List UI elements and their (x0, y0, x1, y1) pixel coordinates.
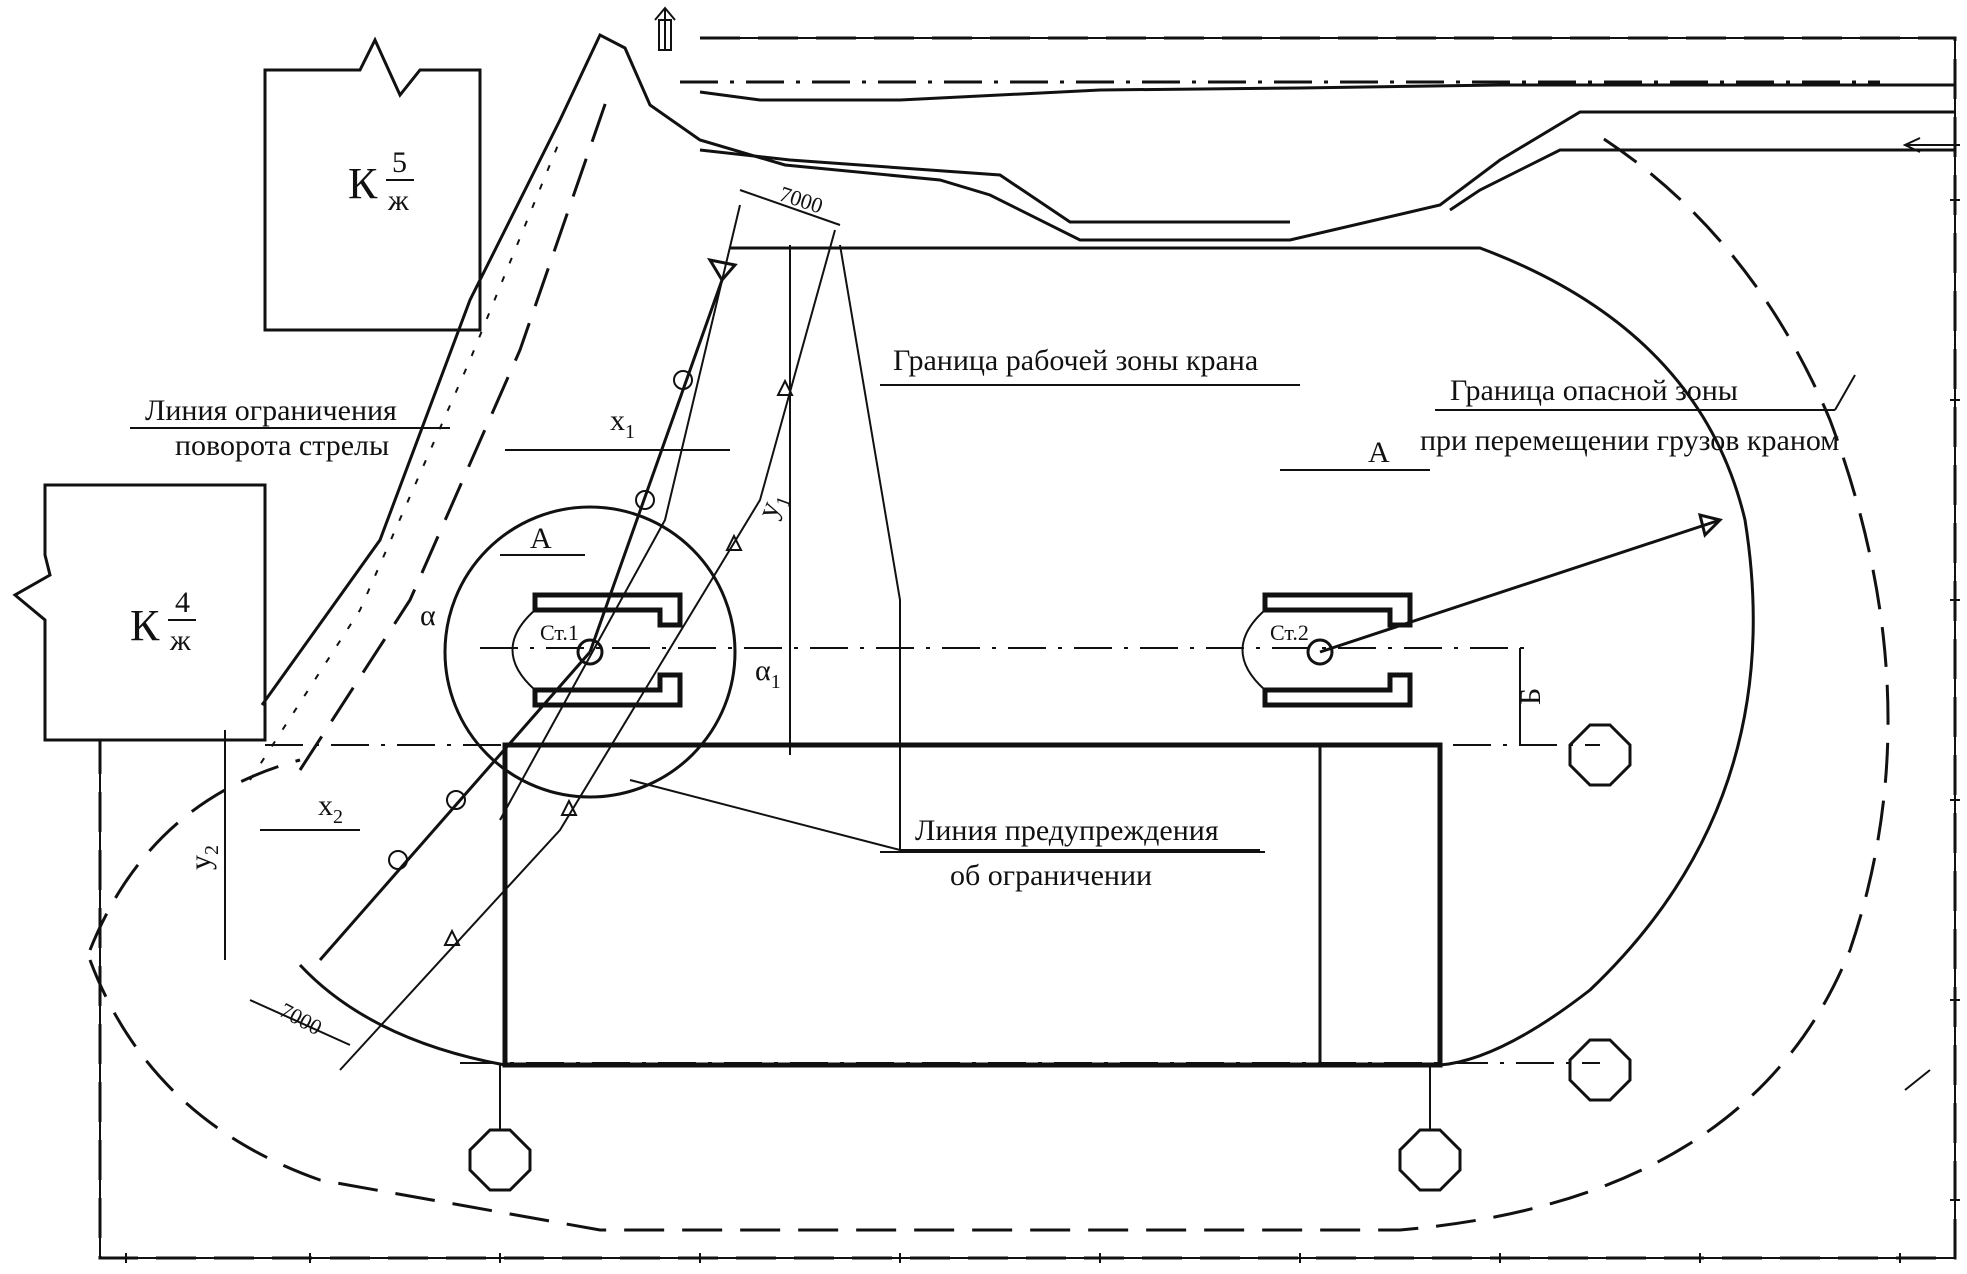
work-zone-text: Граница рабочей зоны крана (893, 344, 1258, 377)
work-zone-boundary (298, 246, 1755, 1067)
dimension-y2: y2 (184, 845, 223, 870)
building-k4-letter: К (130, 601, 160, 650)
station-2: Ст.2 (1241, 592, 1413, 708)
boom-limit-text-line1: Линия ограничения (145, 394, 397, 427)
crane-track-axis (265, 647, 1600, 1064)
dimension-lines (224, 189, 1521, 1046)
edge-ticks (125, 199, 1960, 1263)
danger-zone-text-line1: Граница опасной зоны (1450, 374, 1738, 407)
boom-limit-label: Линия ограничения поворота стрелы (130, 394, 450, 462)
dimension-top-7000: 7000 (776, 181, 826, 218)
danger-zone-label: Граница опасной зоны при перемещении гру… (1420, 374, 1856, 457)
dimension-y1: y1 (751, 488, 796, 525)
building-k5-numerator: 5 (392, 146, 407, 179)
dimension-b-right: Б (1514, 688, 1547, 705)
dimension-x1: x1 (610, 404, 635, 443)
boom-lines (318, 204, 1723, 1071)
entry-arrow-icon (654, 6, 676, 51)
circle-marker-icon (388, 370, 693, 870)
dimension-x2: x2 (318, 789, 343, 828)
access-road (249, 32, 1955, 781)
building-k5-letter: К (348, 159, 378, 208)
warning-line (629, 244, 1260, 851)
boom-limit-text-line2: поворота стрелы (175, 429, 389, 462)
dimension-alpha1: α1 (755, 654, 781, 693)
building-k4-denominator: ж (169, 624, 191, 657)
warning-text-line1: Линия предупреждения (915, 814, 1219, 847)
building-k5: К 5 ж (263, 36, 482, 332)
station-1: Ст.1 (443, 505, 737, 799)
danger-zone-text-line2: при перемещении грузов краном (1420, 424, 1839, 457)
lighting-pole-icon (468, 723, 1632, 1192)
exit-arrow-icon (1902, 137, 1960, 153)
triangle-marker-icon (443, 378, 794, 946)
station-1-label: Ст.1 (540, 620, 579, 645)
station-2-label: Ст.2 (1270, 620, 1309, 645)
warning-text-line2: об ограничении (950, 859, 1152, 892)
dimension-a-right: А (1368, 436, 1390, 469)
work-zone-label: Граница рабочей зоны крана (880, 344, 1300, 386)
building-k4: К 4 ж (12, 483, 267, 742)
building-k4-numerator: 4 (175, 586, 190, 619)
dimension-a-left: А (530, 522, 552, 555)
dimension-alpha: α (420, 599, 436, 632)
dimension-bottom-7000: 7000 (276, 997, 327, 1040)
building-k5-denominator: ж (387, 184, 409, 217)
building-under-construction (502, 742, 1443, 1068)
warning-label: Линия предупреждения об ограничении (880, 814, 1265, 892)
danger-zone-boundary (88, 128, 1931, 1232)
